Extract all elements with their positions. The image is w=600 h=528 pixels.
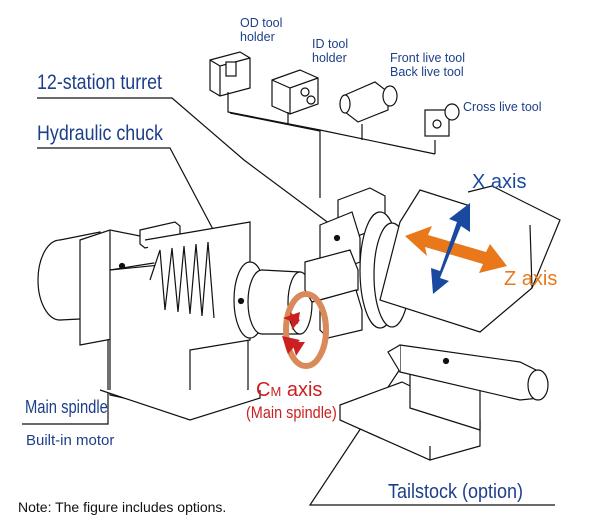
label-front-live-tool: Front live tool (390, 51, 466, 65)
cross-live-tool-icon (424, 103, 460, 137)
label-od-line2: holder (240, 29, 275, 44)
label-x-axis: X axis (472, 171, 527, 193)
label-cross-live-tool: Cross live tool (463, 100, 542, 114)
x-axis-arrow (431, 203, 470, 294)
main-spindle-body (37, 221, 313, 421)
label-tailstock: Tailstock (option) (388, 481, 524, 503)
label-hydraulic-chuck: Hydraulic chuck (37, 122, 163, 145)
label-od-tool-holder: OD tool holder (240, 16, 283, 45)
cm-axis-c: C (256, 379, 271, 401)
label-id-tool-holder: ID tool holder (312, 37, 349, 66)
label-builtin-motor: Built-in motor (26, 432, 115, 449)
cm-axis-m: M (270, 384, 282, 399)
front-back-live-tool-icon (339, 81, 398, 123)
id-tool-holder-icon (271, 69, 319, 115)
label-id-line2: holder (312, 50, 347, 65)
label-live-tool: Front live tool Back live tool (390, 51, 466, 80)
label-z-axis: Z axis (504, 268, 558, 290)
label-cm-axis-note: (Main spindle) (246, 403, 337, 422)
cross-slide (379, 185, 561, 333)
od-tool-holder-icon (209, 51, 251, 97)
label-cm-axis: CM axis (256, 379, 322, 401)
label-main-spindle: Main spindle (25, 397, 108, 417)
label-id-line1: ID tool (312, 37, 349, 51)
cm-axis-arrow (282, 291, 329, 369)
tailstock (339, 344, 549, 461)
label-turret: 12-station turret (37, 71, 163, 94)
cm-axis-suffix: axis (281, 379, 323, 401)
note-text: Note: The figure includes options. (18, 499, 227, 515)
label-od-line1: OD tool (240, 16, 283, 30)
label-back-live-tool: Back live tool (390, 64, 464, 79)
z-axis-arrow (405, 226, 507, 273)
